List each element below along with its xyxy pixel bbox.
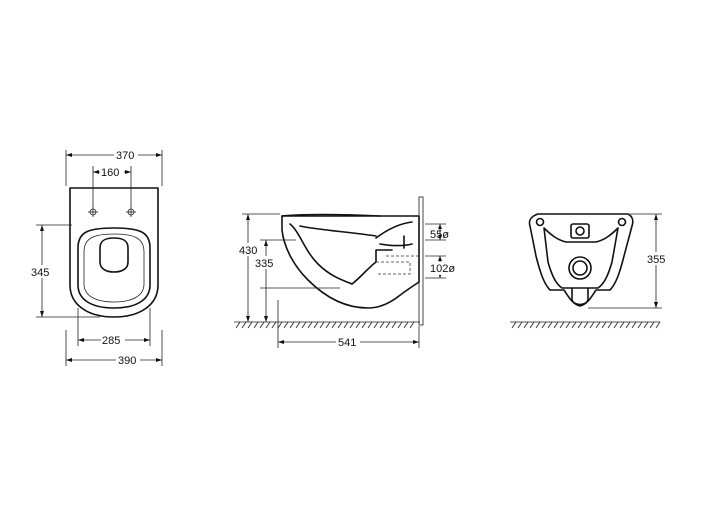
dim-inlet-diameter: 55ø	[430, 229, 449, 241]
top-view-seat-opening	[77, 227, 151, 309]
side-view-inner-bowl	[289, 223, 353, 285]
dim-bottom-width: 390	[118, 355, 136, 367]
side-floor-hatch	[235, 321, 415, 329]
back-floor-hatch	[511, 321, 661, 329]
dim-bowl-height: 335	[255, 258, 273, 270]
dim-depth: 541	[338, 337, 356, 349]
dim-hole-spacing: 160	[101, 167, 119, 179]
dim-top-height: 345	[31, 267, 49, 279]
dim-outlet-diameter: 102ø	[430, 263, 455, 275]
side-view-bowl-outline	[281, 215, 420, 309]
back-right-mounting-hole-icon	[617, 217, 627, 227]
back-view-inner-cavity	[543, 227, 619, 289]
back-view-outlet	[568, 256, 592, 280]
side-view: 430 335 55ø 102ø 541	[234, 196, 459, 349]
back-left-mounting-hole-icon	[535, 217, 545, 227]
side-view-trapway	[351, 249, 393, 285]
top-view-flush-hole	[99, 237, 129, 273]
top-view: 370 160 345 285 390	[30, 148, 163, 367]
dim-back-height: 355	[647, 254, 665, 266]
back-view: 355	[510, 213, 672, 329]
back-view-inlet	[570, 223, 590, 239]
back-view-outline	[528, 213, 634, 307]
dim-seat-width: 285	[102, 335, 120, 347]
top-view-bowl-outline	[69, 187, 159, 318]
top-view-inner-rim	[83, 233, 145, 303]
dim-top-width: 370	[116, 150, 134, 162]
dim-total-height: 430	[239, 245, 257, 257]
